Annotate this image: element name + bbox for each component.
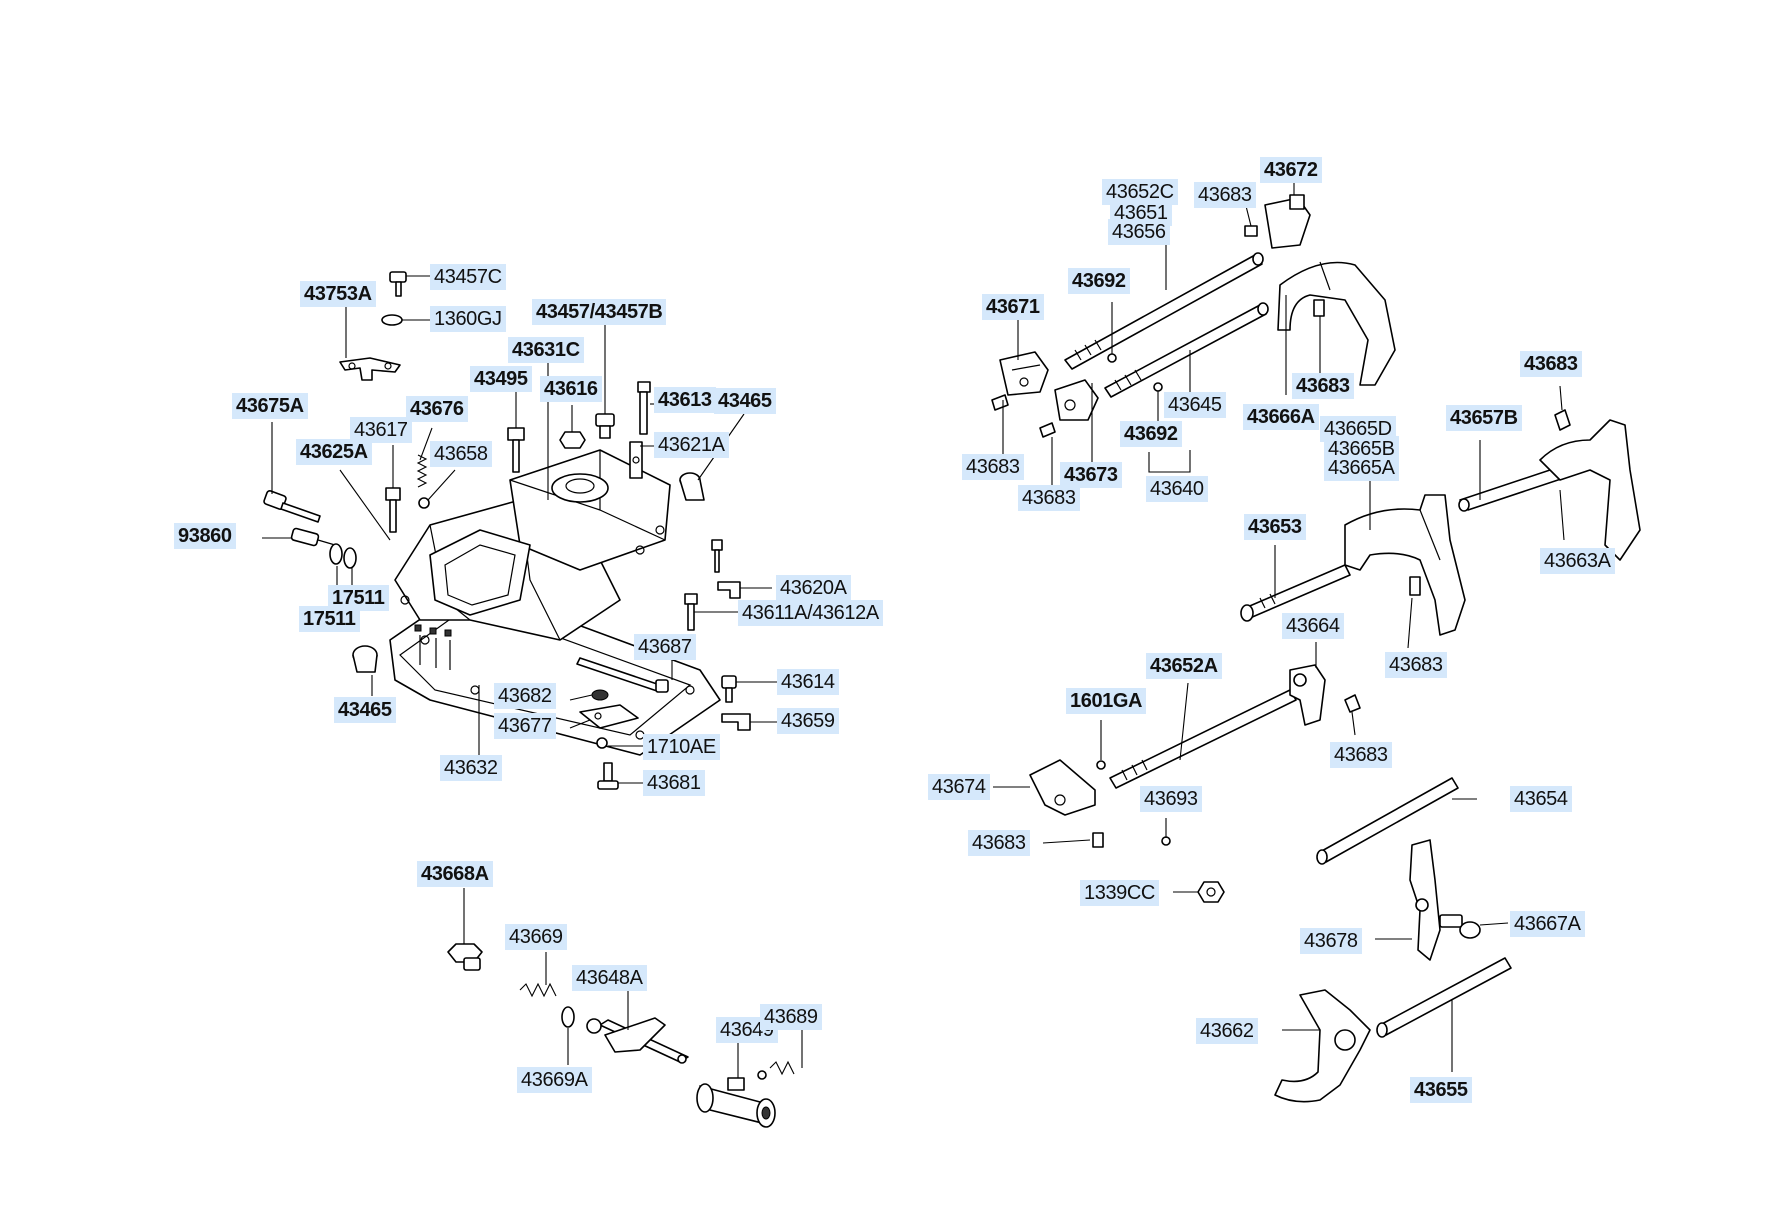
part-label-43683-b: 43683: [962, 454, 1024, 480]
part-label-1710AE: 1710AE: [643, 734, 720, 760]
part-label-43465-top: 43465: [714, 388, 776, 414]
part-label-43674: 43674: [928, 774, 990, 800]
part-label-43465-bottom: 43465: [334, 697, 396, 723]
part-label-43616: 43616: [540, 376, 602, 402]
part-label-43659: 43659: [777, 708, 839, 734]
part-label-43692-b: 43692: [1120, 421, 1182, 447]
part-label-43457C: 43457C: [430, 264, 506, 290]
part-label-43664: 43664: [1282, 613, 1344, 639]
part-label-43657B: 43657B: [1446, 405, 1522, 431]
part-label-1339CC: 1339CC: [1080, 880, 1159, 906]
part-label-43683-e: 43683: [1520, 351, 1582, 377]
part-label-43683-f: 43683: [1385, 652, 1447, 678]
part-label-93860: 93860: [174, 523, 236, 549]
part-label-43645: 43645: [1164, 392, 1226, 418]
part-label-43631C: 43631C: [508, 337, 584, 363]
part-label-43495: 43495: [470, 366, 532, 392]
rail-assembly-upper: [991, 194, 1396, 438]
part-label-43673: 43673: [1060, 462, 1122, 488]
part-label-43652A: 43652A: [1146, 653, 1222, 679]
part-label-43672: 43672: [1260, 157, 1322, 183]
part-label-43667A: 43667A: [1510, 911, 1585, 937]
part-label-43692-a: 43692: [1068, 268, 1130, 294]
part-label-43683-a: 43683: [1194, 182, 1256, 208]
part-label-43617: 43617: [350, 417, 412, 443]
part-label-43683-d: 43683: [1018, 485, 1080, 511]
control-housing: [389, 449, 721, 756]
part-label-43656: 43656: [1108, 219, 1170, 245]
part-label-43682: 43682: [494, 683, 556, 709]
part-label-43658: 43658: [430, 441, 492, 467]
part-label-43620A: 43620A: [776, 575, 851, 601]
part-label-43613: 43613: [654, 387, 716, 413]
part-label-43687: 43687: [634, 634, 696, 660]
part-label-43457-43457B: 43457/43457B: [532, 299, 667, 325]
part-label-43621A: 43621A: [654, 432, 729, 458]
part-label-43689: 43689: [760, 1004, 822, 1030]
part-label-43663A: 43663A: [1540, 548, 1615, 574]
part-label-43625A: 43625A: [296, 439, 372, 465]
part-label-43654: 43654: [1510, 786, 1572, 812]
part-label-43669A: 43669A: [517, 1067, 592, 1093]
part-label-1601GA: 1601GA: [1066, 688, 1147, 714]
part-label-43693: 43693: [1140, 786, 1202, 812]
part-label-43683-c: 43683: [1292, 373, 1354, 399]
left-small-parts: [263, 271, 751, 790]
part-label-43666A: 43666A: [1243, 404, 1319, 430]
part-label-43669: 43669: [505, 924, 567, 950]
part-label-43614: 43614: [777, 669, 839, 695]
part-label-43653: 43653: [1244, 514, 1306, 540]
part-label-43648A: 43648A: [572, 965, 647, 991]
selector-parts: [447, 943, 795, 1128]
part-label-17511-left: 17511: [299, 606, 360, 632]
part-label-43676: 43676: [406, 396, 468, 422]
part-label-43668A: 43668A: [417, 861, 493, 887]
part-label-1360GJ: 1360GJ: [430, 306, 506, 332]
part-label-43671: 43671: [982, 294, 1044, 320]
part-label-43655: 43655: [1410, 1077, 1472, 1103]
part-label-43677: 43677: [494, 713, 556, 739]
part-label-43678: 43678: [1300, 928, 1362, 954]
part-label-43681: 43681: [643, 770, 705, 796]
part-label-43753A: 43753A: [300, 281, 376, 307]
part-label-43675A: 43675A: [232, 393, 308, 419]
part-label-43683-h: 43683: [968, 830, 1030, 856]
part-label-43640: 43640: [1146, 476, 1208, 502]
part-label-43665A: 43665A: [1324, 455, 1399, 481]
rail-assembly-lower: [1029, 664, 1512, 1103]
part-label-43662: 43662: [1196, 1018, 1258, 1044]
part-label-43632: 43632: [440, 755, 502, 781]
part-label-43611A-43612A: 43611A/43612A: [738, 600, 883, 626]
rail-assembly-middle: [1240, 409, 1641, 636]
part-label-43683-g: 43683: [1330, 742, 1392, 768]
